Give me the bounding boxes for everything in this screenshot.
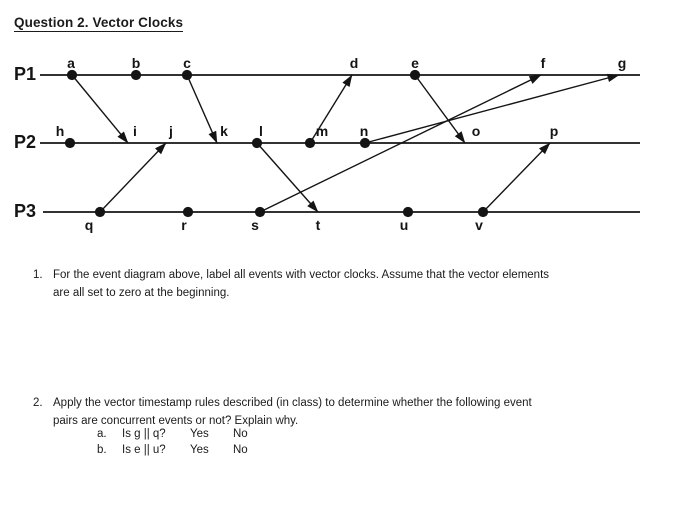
subquestion-b-prompt: Is e || u?: [122, 444, 166, 456]
event-label-q: q: [85, 217, 94, 233]
event-label-d: d: [350, 55, 359, 71]
question-2-text: Apply the vector timestamp rules describ…: [53, 394, 645, 430]
event-label-m: m: [316, 123, 328, 139]
event-label-t: t: [316, 217, 321, 233]
message-arrow-c-k: [186, 74, 218, 144]
event-label-e: e: [411, 55, 419, 71]
event-dot-b: [130, 69, 142, 81]
question-2-line-2: pairs are concurrent events or not? Expl…: [53, 415, 299, 427]
page-title: Question 2. Vector Clocks: [14, 15, 184, 32]
event-label-n: n: [360, 123, 369, 139]
message-arrow-m-d: [309, 74, 353, 144]
option-yes: Yes: [190, 428, 209, 440]
event-label-o: o: [472, 123, 481, 139]
event-label-b: b: [132, 55, 141, 71]
subquestion-a: a. Is g || q? Yes No: [97, 427, 248, 441]
event-label-k: k: [220, 123, 228, 139]
question-2-line-1: Apply the vector timestamp rules describ…: [53, 397, 532, 409]
event-label-p: p: [550, 123, 559, 139]
event-label-c: c: [183, 55, 191, 71]
event-dot-h: [64, 137, 76, 149]
message-arrow-n-g: [364, 73, 620, 144]
event-label-h: h: [56, 123, 65, 139]
question-2-number: 2.: [33, 397, 43, 409]
event-dot-u: [402, 206, 414, 218]
message-arrow-e-o: [414, 74, 466, 144]
event-label-l: l: [259, 123, 263, 139]
question-1-text: For the event diagram above, label all e…: [53, 266, 645, 302]
option-no: No: [233, 444, 248, 456]
event-label-j: j: [168, 123, 173, 139]
question-1-line-2: are all set to zero at the beginning.: [53, 287, 230, 299]
event-label-i: i: [133, 123, 137, 139]
event-label-g: g: [618, 55, 627, 71]
event-label-a: a: [67, 55, 75, 71]
event-label-u: u: [400, 217, 409, 233]
subquestion-a-number: a.: [97, 428, 107, 440]
message-arrow-a-i: [71, 74, 129, 144]
subquestion-b: b. Is e || u? Yes No: [97, 443, 248, 457]
event-label-r: r: [181, 217, 187, 233]
event-diagram-svg: P1 a b c d e f gP2 h i j k l m n o pP3 q r s t u v: [14, 55, 640, 233]
message-arrow-q-j: [99, 142, 167, 213]
subquestion-b-number: b.: [97, 444, 107, 456]
subquestion-a-prompt: Is g || q?: [122, 428, 166, 440]
option-no: No: [233, 428, 248, 440]
event-dot-r: [182, 206, 194, 218]
event-label-v: v: [475, 217, 483, 233]
message-arrow-l-t: [256, 142, 319, 213]
event-label-s: s: [251, 217, 259, 233]
message-arrow-s-f: [259, 74, 542, 213]
option-yes: Yes: [190, 444, 209, 456]
question-1-line-1: For the event diagram above, label all e…: [53, 269, 550, 281]
process-label-P2: P2: [14, 132, 36, 152]
process-label-P3: P3: [14, 201, 36, 221]
process-label-P1: P1: [14, 64, 36, 84]
event-label-f: f: [541, 55, 546, 71]
question-1-number: 1.: [33, 269, 43, 281]
message-arrow-v-p: [482, 142, 551, 213]
